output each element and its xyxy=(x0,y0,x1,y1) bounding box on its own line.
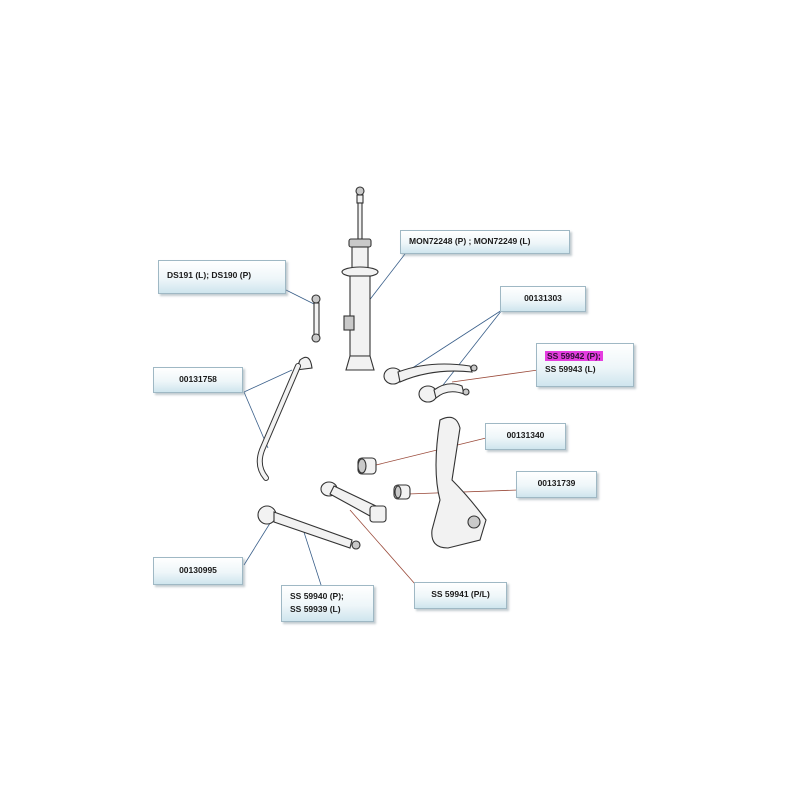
shock-absorber-label: MON72248 (P) ; MON72249 (L) xyxy=(409,236,531,246)
knuckle-bushing-lower-label: 00131739 xyxy=(537,478,576,488)
leader-lines xyxy=(243,253,539,589)
knuckle-bushing-upper-label: 00131340 xyxy=(506,430,545,440)
stabilizer-link[interactable] xyxy=(311,294,321,343)
callout-upper-arm[interactable]: SS 59942 (P); SS 59943 (L) xyxy=(536,343,634,387)
lower-arm-right-label: SS 59940 (P); xyxy=(290,591,344,601)
lower-arm-left-label: SS 59939 (L) xyxy=(290,604,341,614)
knuckle-bushing-upper[interactable] xyxy=(357,457,377,475)
tension-strut[interactable] xyxy=(320,481,387,523)
callout-knuckle-bushing-upper[interactable]: 00131340 xyxy=(485,423,566,450)
stabilizer-bar-label: 00131758 xyxy=(179,374,217,384)
callout-knuckle-bushing-lower[interactable]: 00131739 xyxy=(516,471,597,498)
callout-tension-strut[interactable]: SS 59941 (P/L) xyxy=(414,582,507,609)
callout-shock-absorber[interactable]: MON72248 (P) ; MON72249 (L) xyxy=(400,230,570,254)
callout-stabilizer-link[interactable]: DS191 (L); DS190 (P) xyxy=(158,260,286,294)
stabilizer-link-label: DS191 (L); DS190 (P) xyxy=(167,270,252,280)
tension-strut-label: SS 59941 (P/L) xyxy=(431,589,490,599)
steering-knuckle[interactable] xyxy=(431,416,487,549)
shock-absorber[interactable] xyxy=(341,186,379,371)
lower-arm-bushing-label: 00130995 xyxy=(179,565,217,575)
upper-arm-bushing-label: 00131303 xyxy=(524,293,562,303)
upper-control-arm[interactable] xyxy=(383,363,478,403)
callout-lower-arm-bushing[interactable]: 00130995 xyxy=(153,557,243,585)
lower-control-arm[interactable] xyxy=(257,505,361,550)
knuckle-bushing-lower[interactable] xyxy=(393,484,411,500)
callout-stabilizer-bar[interactable]: 00131758 xyxy=(153,367,243,393)
highlighted-part-number: SS 59942 (P); xyxy=(545,351,603,361)
stabilizer-bar[interactable] xyxy=(256,356,313,481)
upper-arm-left-label: SS 59943 (L) xyxy=(545,364,596,374)
upper-arm-right-label: SS 59942 (P); xyxy=(545,350,625,363)
callout-lower-arm[interactable]: SS 59940 (P); SS 59939 (L) xyxy=(281,585,374,622)
callout-upper-arm-bushing[interactable]: 00131303 xyxy=(500,286,586,312)
